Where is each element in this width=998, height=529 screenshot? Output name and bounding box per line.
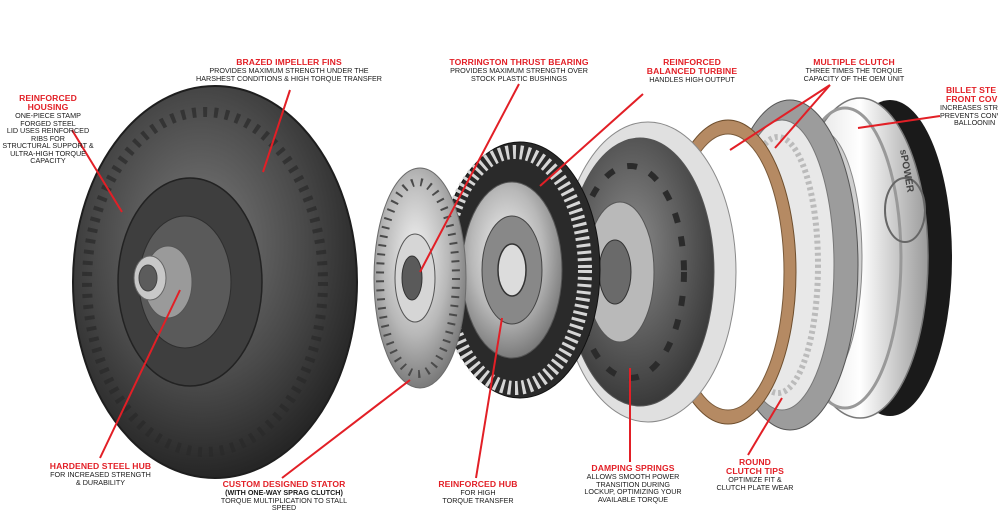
callout-desc-line: & DURABILITY — [75, 477, 126, 487]
leader-multiple-clutch-2 — [774, 84, 831, 149]
callout-title: CUSTOM DESIGNED STATOR — [222, 479, 346, 489]
leader-lines — [71, 83, 941, 479]
leader-turbine — [539, 93, 644, 187]
callout-title: BALANCED TURBINE — [646, 66, 738, 77]
callout-desc-line: PROVIDES MAXIMUM STRENGTH OVER — [450, 66, 588, 76]
callout-desc-line: BALLOONIN — [954, 118, 996, 127]
callout-turbine: REINFORCED BALANCED TURBINE HANDLES HIGH… — [636, 57, 748, 85]
callout-desc-line: TRANSITION DURING — [596, 479, 670, 489]
callout-title: REINFORCED HUB — [438, 479, 518, 489]
callout-title: CLUTCH TIPS — [726, 466, 784, 477]
callout-title: REINFORCED — [663, 57, 721, 67]
callout-title: MULTIPLE CLUTCH — [813, 57, 895, 67]
callout-title: REINFORCED HOUSING — [19, 94, 77, 113]
callout-desc-line: THREE TIMES THE TORQUE — [805, 66, 903, 76]
callout-torrington: TORRINGTON THRUST BEARING PROVIDES MAXIM… — [438, 57, 600, 83]
leader-multiple-clutch-1 — [729, 84, 831, 151]
callout-title: BILLET STE — [946, 86, 997, 95]
callout-desc-line: CLUTCH PLATE WEAR — [716, 482, 794, 492]
leader-reinforced-hub — [475, 317, 503, 479]
leader-housing — [71, 129, 123, 213]
callout-title: HARDENED STEEL HUB — [49, 461, 152, 471]
callout-title: ROUND — [738, 457, 771, 467]
callout-clutch-tips: ROUND CLUTCH TIPS OPTIMIZE FIT & CLUTCH … — [706, 457, 804, 492]
leader-torrington — [419, 83, 520, 273]
callout-desc-line: ALLOWS SMOOTH POWER — [586, 472, 680, 482]
callout-title: BRAZED IMPELLER FINS — [236, 57, 342, 67]
callout-desc-line: ULTRA-HIGH TORQUE CAPACITY — [10, 148, 86, 165]
cover-logo-icon — [884, 177, 926, 243]
callout-desc-line: LID USES REINFORCED RIBS FOR — [6, 126, 90, 143]
callout-brazed-impeller: BRAZED IMPELLER FINS PROVIDES MAXIMUM ST… — [183, 57, 395, 83]
damper-assembly — [559, 121, 737, 423]
stator — [373, 167, 467, 389]
callout-desc-line: TORQUE MULTIPLICATION TO STALL SPEED — [220, 495, 348, 513]
turbine — [438, 141, 601, 399]
callout-desc-line: INCREASES STREN — [940, 103, 998, 113]
callout-damping: DAMPING SPRINGS ALLOWS SMOOTH POWER TRAN… — [578, 463, 688, 504]
leader-clutch-tips — [747, 397, 783, 456]
callout-desc-line: OPTIMIZE FIT & — [728, 475, 782, 485]
callout-desc-line: AVAILABLE TORQUE — [597, 494, 669, 504]
leader-billet-cover — [857, 115, 941, 129]
callout-subtitle: (WITH ONE-WAY SPRAG CLUTCH) — [225, 488, 343, 498]
callout-desc-line: FOR HIGH — [460, 488, 496, 498]
callout-desc-line: CAPACITY OF THE OEM UNIT — [803, 73, 905, 83]
callout-desc-line: STOCK PLASTIC BUSHINGS — [470, 73, 568, 83]
callout-hardened-hub: HARDENED STEEL HUB FOR INCREASED STRENGT… — [38, 461, 163, 487]
callout-desc-line: STRUCTURAL SUPPORT & — [2, 141, 94, 151]
callout-housing: REINFORCED HOUSING ONE-PIECE STAMP FORGE… — [0, 94, 96, 165]
callout-title: FRONT COV — [946, 94, 998, 105]
callout-multiple-clutch: MULTIPLE CLUTCH THREE TIMES THE TORQUE C… — [795, 57, 913, 83]
callout-title: TORRINGTON THRUST BEARING — [449, 57, 589, 67]
callout-stator: CUSTOM DESIGNED STATOR (WITH ONE-WAY SPR… — [210, 479, 358, 513]
callout-desc-line: HANDLES HIGH OUTPUT — [649, 75, 735, 85]
callout-desc-line: HARSHEST CONDITIONS & HIGH TORQUE TRANSF… — [196, 73, 382, 83]
callout-reinforced-hub: REINFORCED HUB FOR HIGH TORQUE TRANSFER — [430, 479, 526, 505]
callout-billet-cover: BILLET STE FRONT COV INCREASES STREN PRE… — [926, 86, 998, 127]
callout-desc-line: PROVIDES MAXIMUM STRENGTH UNDER THE — [209, 66, 369, 76]
callout-desc-line: TORQUE TRANSFER — [442, 495, 514, 505]
callout-desc-line: FOR INCREASED STRENGTH — [50, 470, 151, 480]
leader-hardened-hub — [99, 289, 181, 459]
callout-desc-line: ONE-PIECE STAMP FORGED STEEL — [15, 111, 81, 128]
callout-title: DAMPING SPRINGS — [591, 463, 675, 473]
leader-stator — [281, 379, 411, 479]
leader-brazed-impeller — [262, 89, 291, 173]
callout-desc-line: LOCKUP, OPTIMIZING YOUR — [584, 487, 682, 497]
callout-desc-line: PREVENTS CONVE — [940, 110, 998, 120]
housing-impeller — [72, 85, 358, 479]
